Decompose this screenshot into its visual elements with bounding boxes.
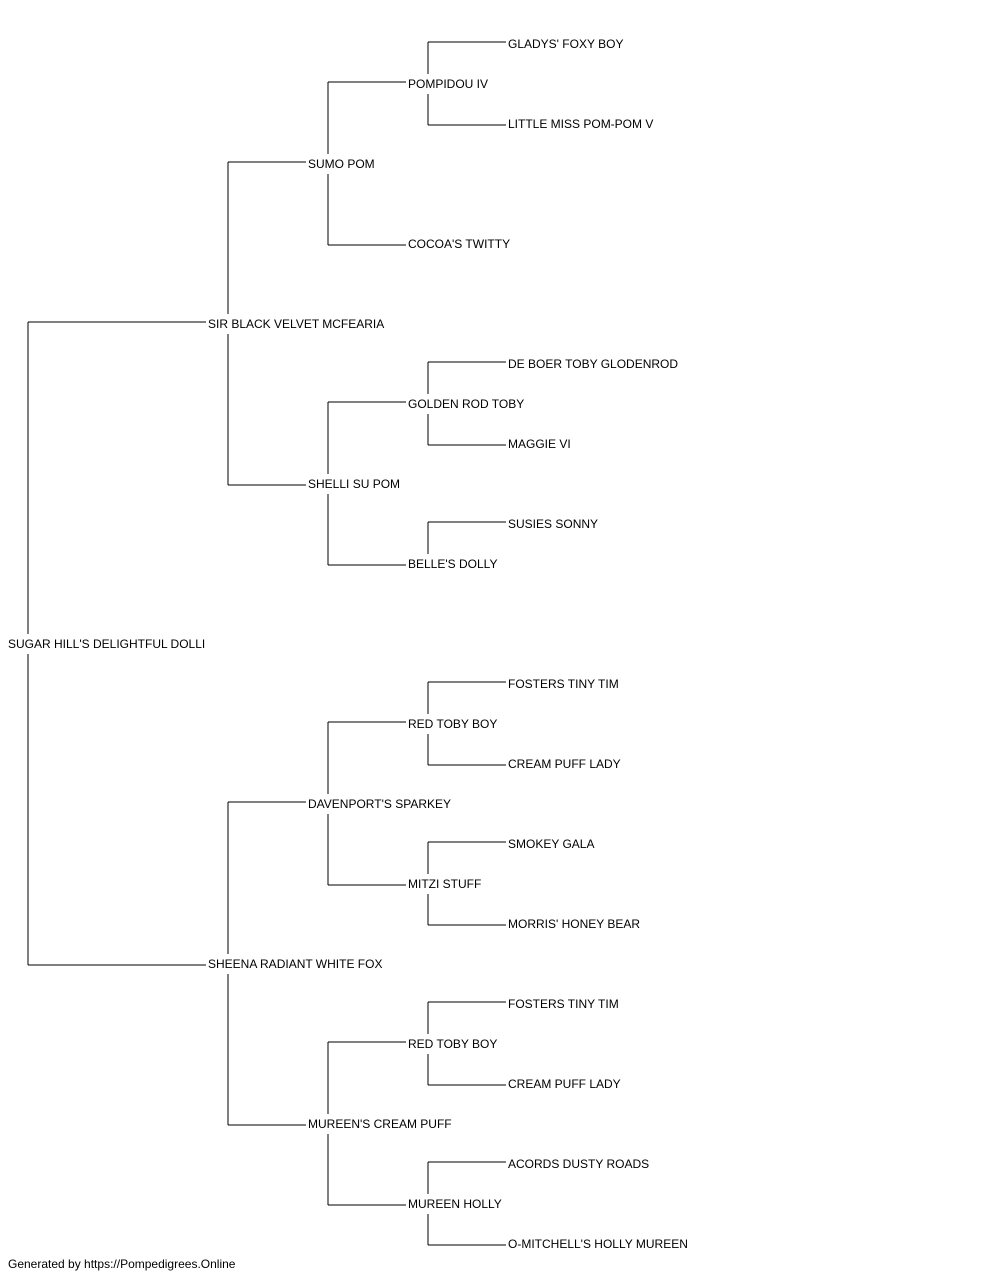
dam-name: SHEENA RADIANT WHITE FOX: [208, 957, 382, 971]
gen3-sdd-name: BELLE'S DOLLY: [408, 557, 497, 571]
gen3-sds-name: GOLDEN ROD TOBY: [408, 397, 524, 411]
gen3-dss-name: RED TOBY BOY: [408, 717, 497, 731]
generated-by-footer: Generated by https://Pompedigrees.Online: [8, 1257, 236, 1271]
gen4-sdss-name: DE BOER TOBY GLODENROD: [508, 357, 678, 371]
paternal-grandsire-name: SUMO POM: [308, 157, 375, 171]
gen3-ddd-name: MUREEN HOLLY: [408, 1197, 502, 1211]
maternal-granddam-name: MUREEN'S CREAM PUFF: [308, 1117, 452, 1131]
maternal-grandsire-name: DAVENPORT'S SPARKEY: [308, 797, 451, 811]
gen4-sdsd-name: MAGGIE VI: [508, 437, 571, 451]
gen4-dsdd-name: MORRIS' HONEY BEAR: [508, 917, 640, 931]
gen3-dsd-name: MITZI STUFF: [408, 877, 481, 891]
gen4-dddd-name: O-MITCHELL'S HOLLY MUREEN: [508, 1237, 688, 1251]
gen4-ddsd-name: CREAM PUFF LADY: [508, 1077, 621, 1091]
gen4-ddss-name: FOSTERS TINY TIM: [508, 997, 619, 1011]
gen3-dds-name: RED TOBY BOY: [408, 1037, 497, 1051]
connector-lines: [27, 41, 506, 1246]
gen4-dsss-name: FOSTERS TINY TIM: [508, 677, 619, 691]
gen4-sssd-name: LITTLE MISS POM-POM V: [508, 117, 653, 131]
gen4-dssd-name: CREAM PUFF LADY: [508, 757, 621, 771]
gen3-sss-name: POMPIDOU IV: [408, 77, 488, 91]
gen4-dsds-name: SMOKEY GALA: [508, 837, 594, 851]
paternal-granddam-name: SHELLI SU POM: [308, 477, 400, 491]
gen4-ddds-name: ACORDS DUSTY ROADS: [508, 1157, 649, 1171]
gen4-sdds-name: SUSIES SONNY: [508, 517, 598, 531]
subject-name: SUGAR HILL'S DELIGHTFUL DOLLI: [8, 637, 205, 651]
gen3-ssd-name: COCOA'S TWITTY: [408, 237, 510, 251]
sire-name: SIR BLACK VELVET MCFEARIA: [208, 317, 384, 331]
gen4-ssss-name: GLADYS' FOXY BOY: [508, 37, 623, 51]
